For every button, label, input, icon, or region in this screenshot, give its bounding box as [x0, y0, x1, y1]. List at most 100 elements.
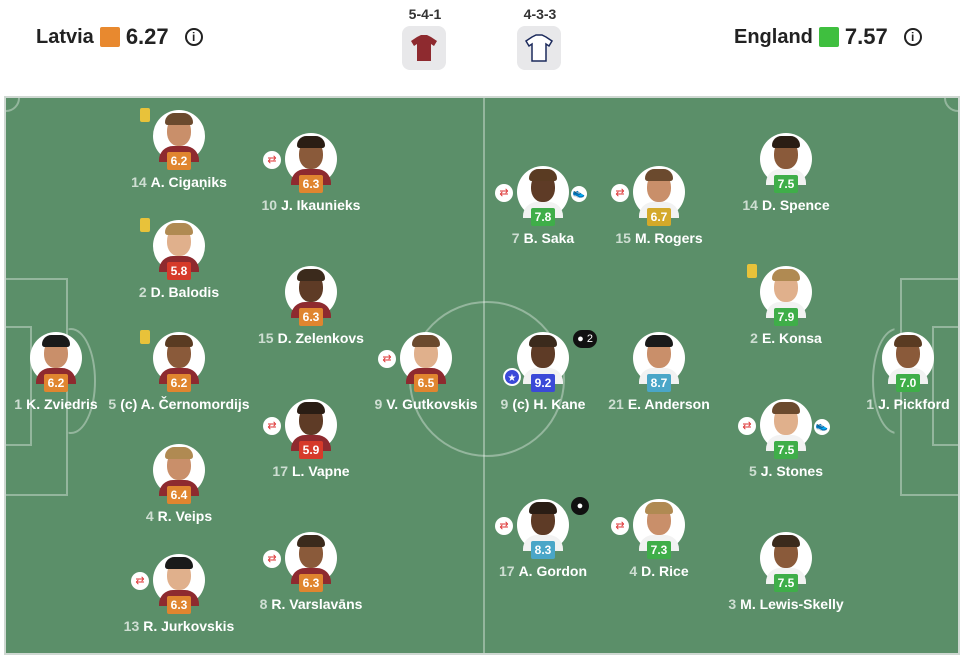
player-avatar[interactable]: 7.5	[760, 133, 812, 193]
player-name-text: J. Pickford	[878, 396, 950, 412]
player-rating: 6.2	[167, 374, 191, 392]
player-avatar[interactable]: 5.8	[140, 218, 205, 280]
player-rating: 6.2	[44, 374, 68, 392]
home-goal-box	[6, 326, 32, 446]
away-rating-swatch	[818, 27, 839, 47]
player-rating: 6.3	[167, 596, 191, 614]
player-number: 7	[511, 230, 520, 246]
player-rating: 5.9	[299, 441, 323, 459]
player-rating: 6.2	[167, 152, 191, 170]
player-avatar[interactable]: 8.3⇄●	[495, 497, 589, 559]
player-number: 9	[374, 396, 383, 412]
yellow-card-icon	[140, 218, 150, 232]
player-avatar[interactable]: 6.2	[140, 108, 205, 170]
away-team-rating: 7.57	[844, 24, 888, 49]
player-avatar[interactable]: 7.9	[747, 264, 812, 326]
player-avatar[interactable]: 6.3⇄	[263, 133, 337, 193]
substitution-icon: ⇄	[263, 550, 281, 568]
player-number: 1	[14, 396, 23, 412]
player-avatar[interactable]: 7.3 ⇄	[611, 499, 685, 559]
away-team-name: England	[734, 25, 813, 48]
player-rating: 5.8	[167, 262, 191, 280]
substitution-icon: ⇄	[131, 572, 149, 590]
player-rating: 6.3	[299, 308, 323, 326]
player-avatar[interactable]: 6.7⇄	[611, 166, 685, 226]
player-name: 5(c) A. Černomordijs	[104, 396, 254, 412]
player-name-text: R. Veips	[157, 508, 213, 524]
player-number: 21	[608, 396, 624, 412]
substitution-icon: ⇄	[611, 184, 629, 202]
player-avatar[interactable]: 6.2	[140, 330, 205, 392]
player-card[interactable]: 9.2● 2★ 9(c) H. Kane	[468, 330, 618, 412]
player-name-text: D. Zelenkovs	[277, 330, 364, 346]
player-avatar[interactable]: 6.2	[30, 332, 82, 392]
away-goal-box	[932, 326, 958, 446]
player-avatar[interactable]: 8.7	[633, 332, 685, 392]
home-team: Latvia 6.27 i	[36, 24, 203, 50]
player-rating: 6.3	[299, 175, 323, 193]
away-team: England 7.57 i	[734, 24, 922, 50]
player-avatar[interactable]: 6.4	[153, 444, 205, 504]
goal-count-badge: ● 2	[573, 330, 597, 348]
home-team-rating: 6.27	[125, 24, 169, 49]
player-avatar[interactable]: 6.5⇄	[378, 332, 452, 392]
player-name-text: (c) H. Kane	[512, 396, 586, 412]
player-name: 9(c) H. Kane	[468, 396, 618, 412]
player-avatar[interactable]: 6.3 ⇄	[131, 554, 205, 614]
player-avatar[interactable]: 7.0	[882, 332, 934, 392]
player-rating: 7.8	[531, 208, 555, 226]
player-number: 8	[259, 596, 268, 612]
player-avatar[interactable]: 7.5	[760, 532, 812, 592]
player-rating: 7.0	[896, 374, 920, 392]
player-name-text: D. Rice	[641, 563, 689, 579]
substitution-icon: ⇄	[611, 517, 629, 535]
player-avatar[interactable]: 9.2● 2★	[503, 330, 597, 392]
player-avatar[interactable]: 5.9⇄	[263, 399, 337, 459]
player-number: 2	[750, 330, 758, 346]
substitution-icon: ⇄	[738, 417, 756, 435]
player-name-text: V. Gutkovskis	[386, 396, 478, 412]
player-number: 17	[272, 463, 288, 479]
player-avatar[interactable]: 7.8⇄👟	[495, 166, 587, 226]
home-info-icon[interactable]: i	[184, 28, 203, 46]
player-card[interactable]: 6.2 5(c) A. Černomordijs	[104, 330, 254, 412]
player-number: 3	[728, 596, 737, 612]
player-avatar[interactable]: 6.3	[285, 266, 337, 326]
player-number: 10	[261, 197, 278, 213]
player-rating: 7.3	[647, 541, 671, 559]
substitution-icon: ⇄	[495, 517, 513, 535]
away-info-icon[interactable]: i	[903, 28, 922, 46]
player-avatar[interactable]: 6.3⇄	[263, 532, 337, 592]
player-avatar[interactable]: 7.5⇄👟	[738, 399, 830, 459]
player-name-text: J. Ikaunieks	[281, 197, 361, 213]
player-number: 4	[629, 563, 638, 579]
player-rating: 7.5	[774, 574, 798, 592]
